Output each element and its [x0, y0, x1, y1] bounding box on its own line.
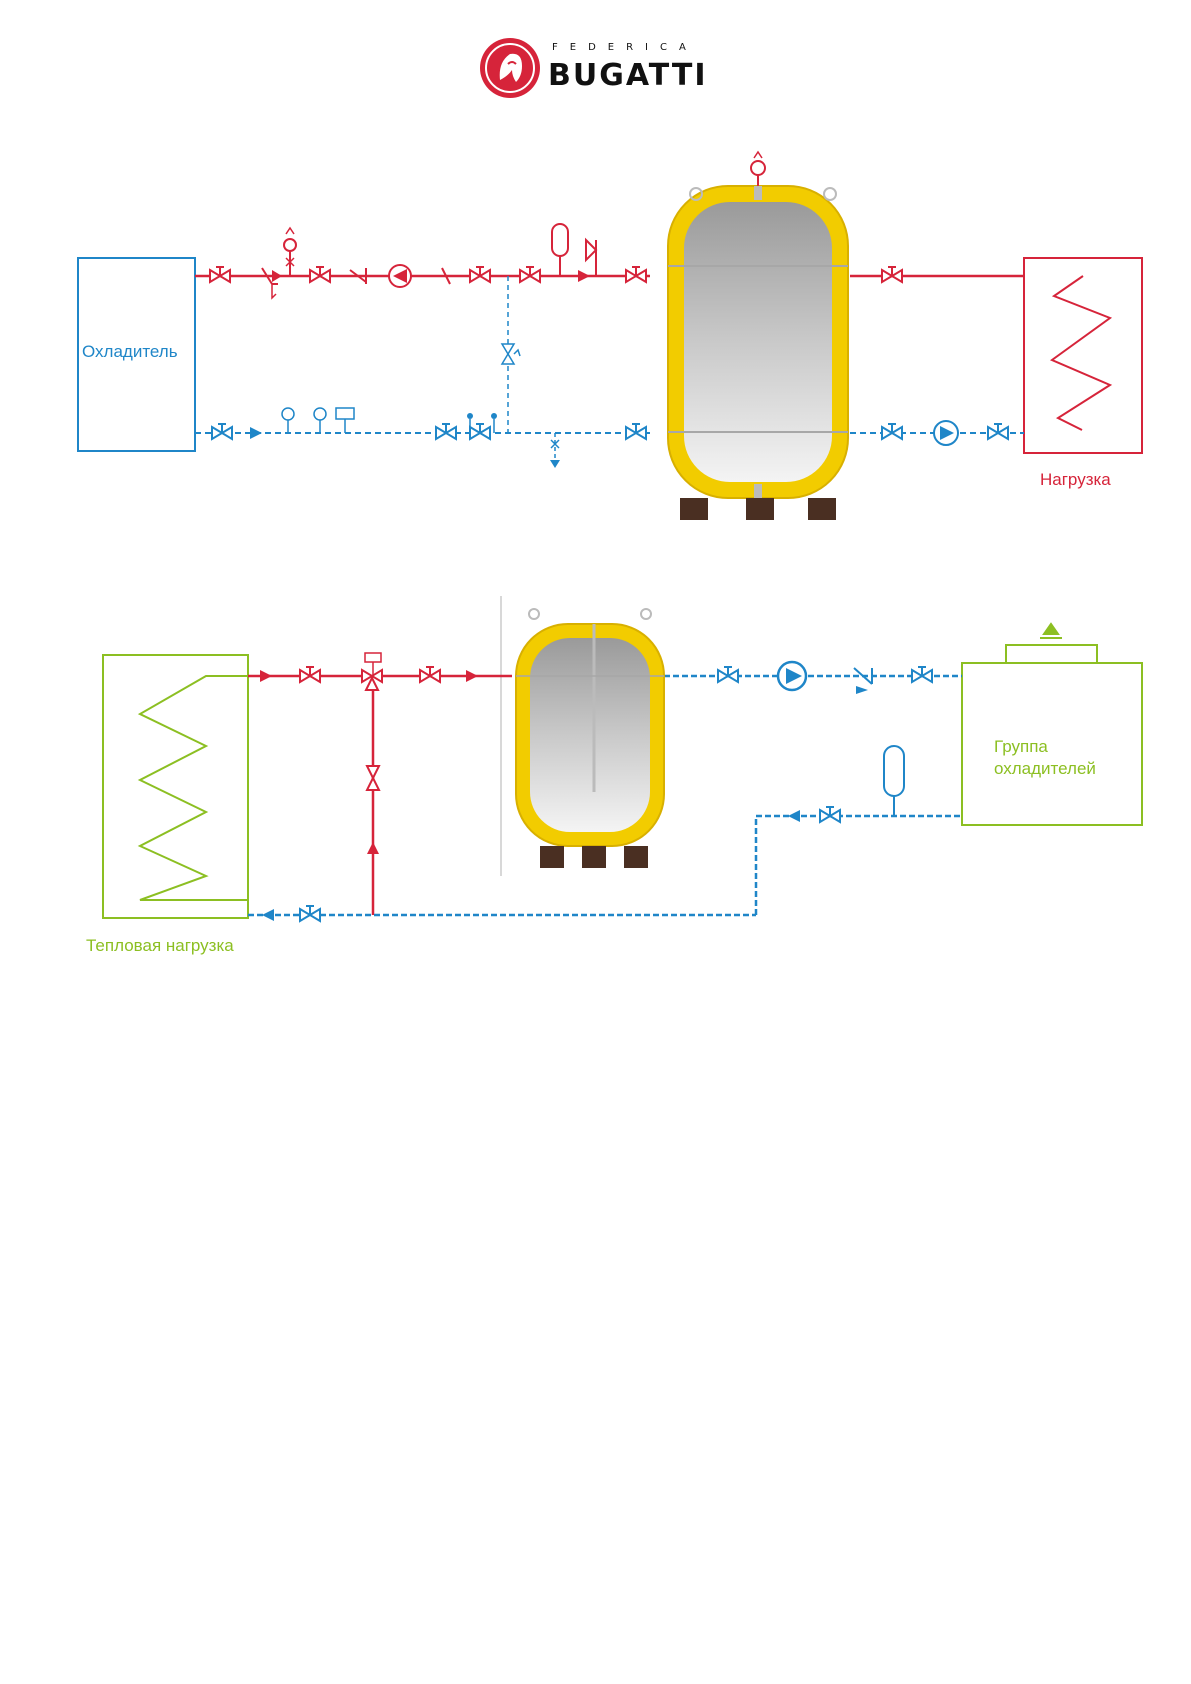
chiller-label: Охладитель	[82, 342, 178, 361]
load-coil	[1049, 275, 1113, 431]
chiller-box	[77, 257, 196, 452]
heat-load-label: Тепловая нагрузка	[86, 936, 234, 955]
load-box	[1023, 257, 1143, 454]
heat-load-coil	[137, 675, 248, 901]
chiller-group-label: Группа охладителей	[994, 736, 1096, 780]
logo-subtitle: FEDERICA	[552, 42, 698, 53]
buffer-tank-top	[667, 150, 849, 520]
heat-load-box	[102, 654, 249, 919]
logo-emblem-icon	[480, 38, 540, 98]
load-label: Нагрузка	[1040, 470, 1111, 489]
chiller-group-label-line1: Группа	[994, 737, 1048, 756]
expansion-vessel-icon	[551, 223, 569, 257]
chiller-group-label-line2: охладителей	[994, 759, 1096, 778]
logo-title: BUGATTI	[548, 58, 708, 93]
buffer-tank-bottom	[515, 608, 665, 868]
expansion-vessel-cold-icon	[883, 745, 905, 797]
brand-logo: FEDERICA BUGATTI	[478, 34, 718, 104]
